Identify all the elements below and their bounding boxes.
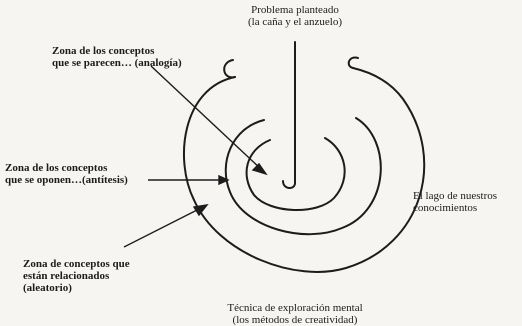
technique-line-1: Técnica de exploración mental — [227, 302, 363, 314]
random-line-2: están relacionados — [23, 270, 110, 282]
problem-line-2: (la caña y el anzuelo) — [247, 16, 343, 28]
inner-ring — [245, 137, 346, 211]
analogy-line-1: Zona de los conceptos — [52, 45, 155, 57]
antithesis-label: Zona de los conceptos que se oponen…(ant… — [5, 162, 128, 186]
antithesis-line-2: que se oponen…(antítesis) — [5, 174, 128, 186]
problem-line-1: Problema planteado — [251, 4, 339, 16]
random-pointer-line — [123, 207, 202, 248]
random-pointer-head — [192, 204, 209, 217]
lake-label: El lago de nuestros conocimientos — [413, 190, 497, 214]
middle-ring — [224, 117, 382, 236]
random-line-3: (aleatorio) — [23, 282, 72, 294]
outer-lake-ring — [183, 67, 426, 273]
analogy-pointer-head — [251, 162, 268, 176]
outer-ring-left-curl — [223, 59, 236, 79]
lake-line-2: conocimientos — [413, 202, 478, 214]
technique-label: Técnica de exploración mental (los métod… — [210, 302, 380, 326]
technique-line-2: (los métodos de creatividad) — [232, 314, 358, 326]
analogy-line-2: que se parecen… (analogía) — [52, 57, 182, 69]
fishing-hook — [282, 180, 296, 189]
analogy-pointer-line — [150, 65, 263, 171]
analogy-label: Zona de los conceptos que se parecen… (a… — [52, 45, 182, 69]
lake-line-1: El lago de nuestros — [413, 190, 498, 202]
outer-ring-right-curl — [347, 56, 359, 69]
random-line-1: Zona de conceptos que — [23, 258, 130, 270]
antithesis-line-1: Zona de los conceptos — [5, 162, 108, 174]
random-label: Zona de conceptos que están relacionados… — [23, 258, 130, 294]
problem-label: Problema planteado (la caña y el anzuelo… — [230, 4, 360, 28]
antithesis-pointer-head — [218, 174, 230, 186]
